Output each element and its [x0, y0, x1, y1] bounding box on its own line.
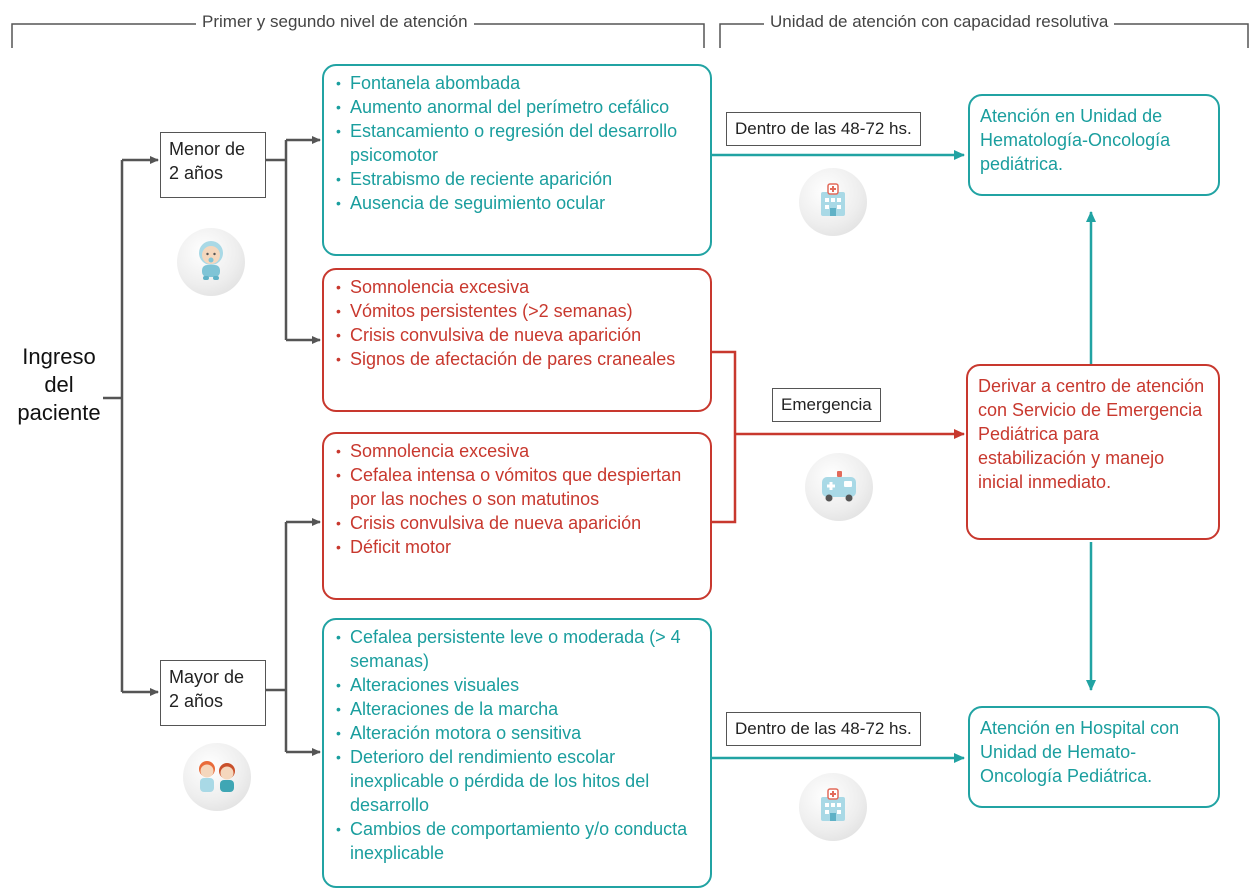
list-item: Cefalea intensa o vómitos que despiertan…	[334, 463, 702, 511]
entry-line-2: del	[44, 372, 74, 397]
over2-line-2: 2 años	[169, 691, 224, 711]
list-item: Déficit motor	[334, 535, 702, 559]
under2-age-box: Menor de 2 años	[160, 132, 266, 198]
over2-line-1: Mayor de	[169, 667, 245, 687]
ambulance-icon	[805, 453, 873, 521]
list-item: Somnolencia excesiva	[334, 275, 702, 299]
patient-entry: Ingreso del paciente	[12, 343, 106, 427]
timing-top-label: Dentro de las 48-72 hs.	[726, 112, 921, 146]
children-icon	[183, 743, 251, 811]
emergency-label: Emergencia	[772, 388, 881, 422]
list-item: Signos de afectación de pares craneales	[334, 347, 702, 371]
list-item: Cefalea persistente leve o moderada (> 4…	[334, 625, 702, 673]
list-item: Alteración motora o sensitiva	[334, 721, 702, 745]
hospital-icon	[799, 168, 867, 236]
over2-routine-card: Cefalea persistente leve o moderada (> 4…	[322, 618, 712, 888]
list-item: Deterioro del rendimiento escolar inexpl…	[334, 745, 702, 817]
list-item: Estancamiento o regresión del desarrollo…	[334, 119, 702, 167]
list-item: Fontanela abombada	[334, 71, 702, 95]
list-item: Alteraciones visuales	[334, 673, 702, 697]
timing-bottom-label: Dentro de las 48-72 hs.	[726, 712, 921, 746]
destination-top: Atención en Unidad de Hematología-Oncolo…	[968, 94, 1220, 196]
hospital-icon	[799, 773, 867, 841]
list-item: Crisis convulsiva de nueva aparición	[334, 323, 702, 347]
over2-emergency-card: Somnolencia excesiva Cefalea intensa o v…	[322, 432, 712, 600]
baby-icon	[177, 228, 245, 296]
under2-routine-list: Fontanela abombada Aumento anormal del p…	[334, 71, 702, 215]
under2-line-2: 2 años	[169, 163, 224, 183]
over2-routine-list: Cefalea persistente leve o moderada (> 4…	[334, 625, 702, 865]
destination-emergency: Derivar a centro de atención con Servici…	[966, 364, 1220, 540]
list-item: Estrabismo de reciente aparición	[334, 167, 702, 191]
under2-emergency-list: Somnolencia excesiva Vómitos persistente…	[334, 275, 702, 371]
list-item: Somnolencia excesiva	[334, 439, 702, 463]
destination-bottom: Atención en Hospital con Unidad de Hemat…	[968, 706, 1220, 808]
under2-line-1: Menor de	[169, 139, 246, 159]
entry-line-1: Ingreso	[22, 344, 96, 369]
list-item: Aumento anormal del perímetro cefálico	[334, 95, 702, 119]
over2-age-box: Mayor de 2 años	[160, 660, 266, 726]
over2-emergency-list: Somnolencia excesiva Cefalea intensa o v…	[334, 439, 702, 559]
list-item: Ausencia de seguimiento ocular	[334, 191, 702, 215]
under2-emergency-card: Somnolencia excesiva Vómitos persistente…	[322, 268, 712, 412]
list-item: Vómitos persistentes (>2 semanas)	[334, 299, 702, 323]
under2-routine-card: Fontanela abombada Aumento anormal del p…	[322, 64, 712, 256]
list-item: Cambios de comportamiento y/o conducta i…	[334, 817, 702, 865]
list-item: Alteraciones de la marcha	[334, 697, 702, 721]
header-left-label: Primer y segundo nivel de atención	[196, 12, 474, 32]
header-right-label: Unidad de atención con capacidad resolut…	[764, 12, 1115, 32]
list-item: Crisis convulsiva de nueva aparición	[334, 511, 702, 535]
emergency-bracket	[712, 350, 737, 524]
entry-line-3: paciente	[17, 400, 101, 425]
